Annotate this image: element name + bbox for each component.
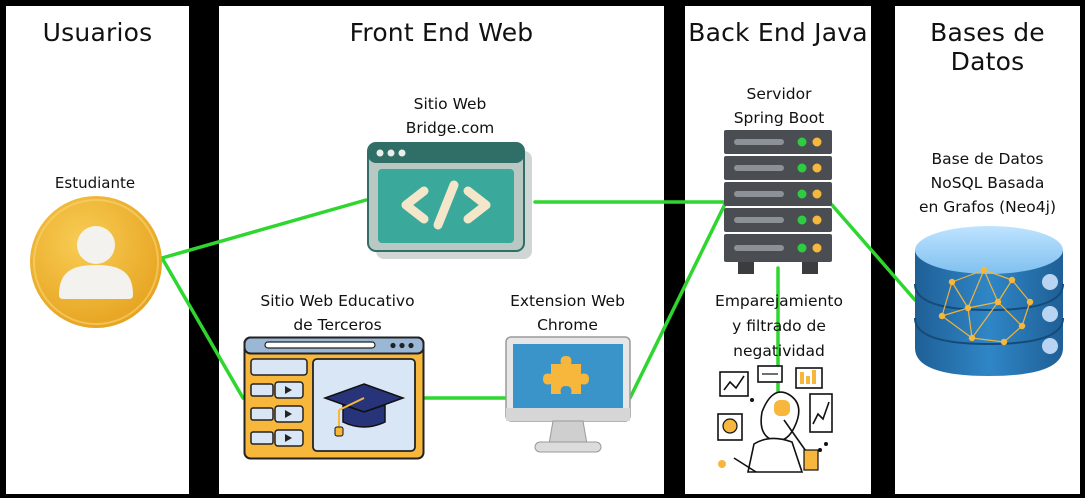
connector-student-thirdparty — [160, 256, 245, 400]
code-window-icon — [367, 142, 532, 259]
graph-db-label: Base de Datos NoSQL Basada en Grafos (Ne… — [919, 150, 1056, 216]
server-label: Servidor Spring Boot — [733, 85, 825, 127]
puzzle-monitor-icon — [505, 336, 631, 453]
chrome-extension-label: Extension Web Chrome — [510, 292, 625, 334]
server-rack-icon — [724, 130, 832, 274]
data-analysis-icon — [717, 365, 833, 473]
third-party-site-label: Sitio Web Educativo de Terceros — [260, 292, 415, 334]
graph-database-icon — [914, 226, 1064, 376]
column-title-backend: Back End Java — [688, 18, 868, 47]
matching-label: Emparejamiento y filtrado de negatividad — [715, 292, 843, 360]
connector-server-database — [830, 203, 917, 302]
column-title-usuarios: Usuarios — [42, 18, 153, 47]
connector-student-bridge — [160, 198, 368, 260]
column-title-frontend: Front End Web — [349, 18, 534, 47]
education-site-icon — [243, 336, 425, 460]
bridge-site-label: Sitio Web Bridge.com — [405, 95, 495, 137]
student-label: Estudiante — [54, 174, 136, 192]
connector-extension-server — [628, 200, 728, 400]
user-avatar-icon — [30, 196, 162, 328]
column-title-databases: Bases de Datos — [930, 18, 1045, 76]
